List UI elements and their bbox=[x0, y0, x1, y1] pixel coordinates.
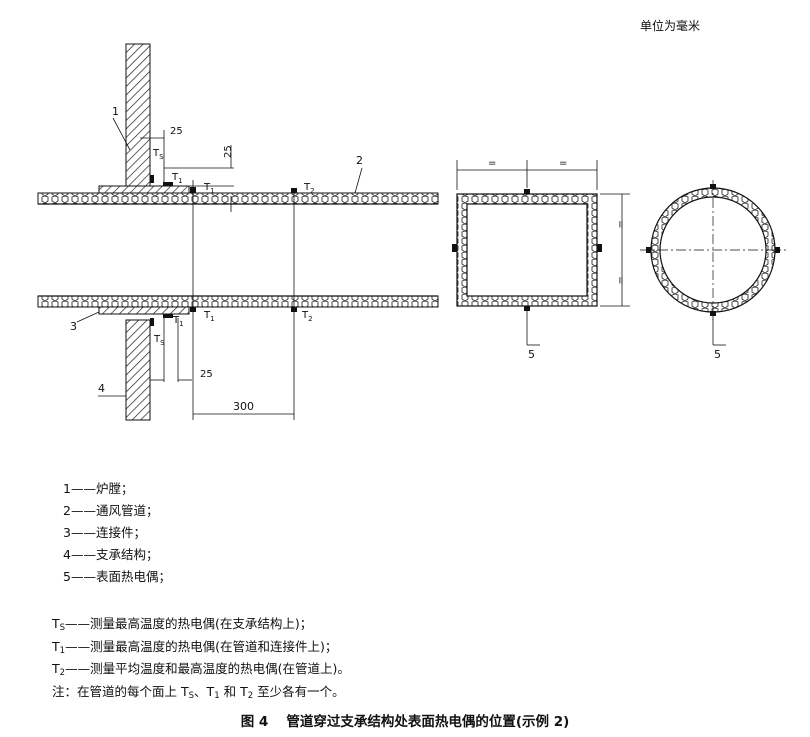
dim-equal-2: = bbox=[559, 158, 567, 169]
connector-pieces bbox=[98, 185, 190, 315]
callout-4: 4 bbox=[98, 382, 105, 395]
note: 注：在管道的每个面上 TS、T1 和 T2 至少各有一个。 bbox=[52, 684, 345, 701]
thermocouple-markers bbox=[150, 175, 297, 326]
legend-item-4: 4——支承结构； bbox=[63, 547, 159, 562]
label-t2-top: T2 bbox=[303, 182, 315, 195]
callout-2: 2 bbox=[356, 154, 363, 167]
symbol-t2: T2——测量平均温度和最高温度的热电偶(在管道上)。 bbox=[52, 661, 350, 678]
label-t1-connector-bottom: T1 bbox=[172, 315, 184, 328]
callout-3: 3 bbox=[70, 320, 77, 333]
legend-item-1: 1——炉膛； bbox=[63, 481, 134, 496]
label-ts-bottom: TS bbox=[153, 334, 165, 347]
label-t1-pipe-bottom: T1 bbox=[203, 310, 215, 323]
figure-caption: 图 4 管道穿过支承结构处表面热电偶的位置(示例 2) bbox=[0, 710, 810, 730]
round-duct-section bbox=[640, 180, 786, 346]
dim-25-vertical: 25 bbox=[223, 145, 234, 158]
diagram-figure: 单位为毫米 bbox=[37, 18, 786, 421]
figure-number: 图 4 bbox=[240, 714, 269, 730]
dimension-lines bbox=[76, 117, 363, 415]
dim-25-bottom: 25 bbox=[200, 369, 213, 380]
dim-equal-1: = bbox=[488, 158, 496, 169]
unit-label: 单位为毫米 bbox=[640, 18, 700, 33]
callout-5-circle: 5 bbox=[714, 348, 721, 361]
callout-5-rect: 5 bbox=[528, 348, 535, 361]
dim-equal-3: = bbox=[615, 220, 626, 228]
symbol-ts: TS——测量最高温度的热电偶(在支承结构上)； bbox=[52, 616, 313, 633]
label-t1-connector-top: T1 bbox=[171, 172, 183, 185]
furnace-wall bbox=[125, 43, 151, 421]
dim-25-top: 25 bbox=[170, 126, 183, 137]
duct-side-view bbox=[37, 180, 439, 420]
symbol-t1: T1——测量最高温度的热电偶(在管道和连接件上)； bbox=[52, 639, 338, 656]
label-t1-pipe-top: T1 bbox=[203, 182, 215, 195]
callout-1: 1 bbox=[112, 105, 119, 118]
legend-item-3: 3——连接件； bbox=[63, 525, 146, 540]
figure-title: 管道穿过支承结构处表面热电偶的位置(示例 2) bbox=[286, 714, 570, 730]
legend-item-5: 5——表面热电偶； bbox=[63, 569, 171, 584]
rect-duct-section bbox=[452, 160, 630, 346]
legend-item-2: 2——通风管道； bbox=[63, 503, 159, 518]
dim-equal-4: = bbox=[615, 276, 626, 284]
label-t2-bottom: T2 bbox=[301, 310, 313, 323]
label-ts-top: TS bbox=[152, 148, 164, 161]
dim-300: 300 bbox=[233, 400, 254, 413]
